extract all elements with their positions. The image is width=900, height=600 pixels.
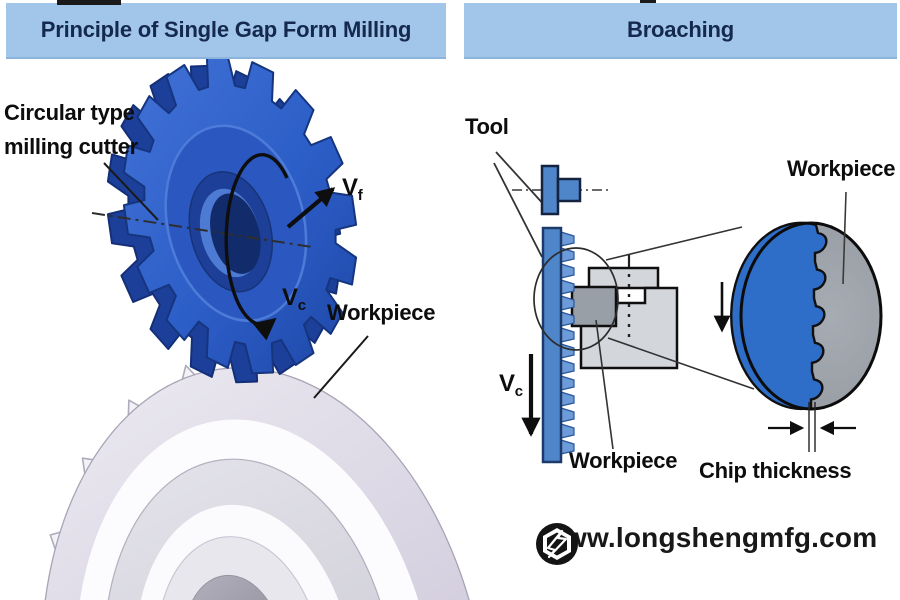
tool-label: Tool: [465, 114, 509, 139]
magnifier-circle: [533, 247, 619, 351]
tool-leader-line-2: [493, 162, 543, 258]
left-panel-title: Principle of Single Gap Form Milling: [40, 17, 412, 42]
funnel-line-top: [605, 226, 743, 261]
workpiece-leader-line: [313, 335, 369, 399]
cutter-label-line2: milling cutter: [4, 134, 138, 159]
workpiece-label-right: Workpiece: [569, 448, 678, 473]
watermark: www.longshengmfg.com: [535, 522, 878, 565]
workpiece-label-left: Workpiece: [327, 300, 436, 325]
broaching-diagram: [493, 151, 883, 464]
feed-velocity-label: Vf: [342, 174, 363, 204]
cutter-leader-line: [103, 162, 159, 221]
milling-cutter: [106, 55, 358, 384]
scan-artifact: [640, 0, 656, 3]
rotation-arrow: [224, 153, 289, 341]
magnifier-outline: [739, 221, 883, 411]
right-panel-title-banner: Broaching: [464, 3, 897, 59]
right-panel-title: Broaching: [627, 17, 734, 42]
broach-bar: [541, 226, 563, 464]
magnified-tool-edge: [730, 221, 828, 411]
cutter-axis-line: [91, 212, 313, 248]
watermark-url: www.longshengmfg.com: [543, 522, 878, 553]
workpiece-gear: [40, 355, 490, 600]
feed-arrow: [286, 187, 336, 229]
cutting-velocity-label-right: Vc: [499, 370, 523, 400]
magnified-workpiece-leader: [842, 191, 847, 285]
cut-block: [570, 285, 618, 328]
tool-leader-line-1: [495, 151, 547, 208]
cutting-velocity-label-left: Vc: [282, 284, 306, 314]
tool-shank: [540, 164, 560, 216]
scan-artifact: [57, 0, 121, 5]
cutter-label: Circular type milling cutter: [4, 96, 138, 164]
tool-head: [556, 177, 582, 203]
magnified-workpiece-label: Workpiece: [787, 156, 896, 181]
longsheng-logo-icon: [536, 523, 578, 565]
broach-teeth: [560, 231, 575, 456]
chip-thickness-label: Chip thickness: [699, 458, 852, 483]
workpiece-top-bar: [587, 266, 660, 290]
cutter-label-line1: Circular type: [4, 100, 135, 125]
funnel-line-bottom: [607, 337, 755, 390]
magnified-view: [730, 221, 883, 411]
left-panel-title-banner: Principle of Single Gap Form Milling: [6, 3, 446, 59]
